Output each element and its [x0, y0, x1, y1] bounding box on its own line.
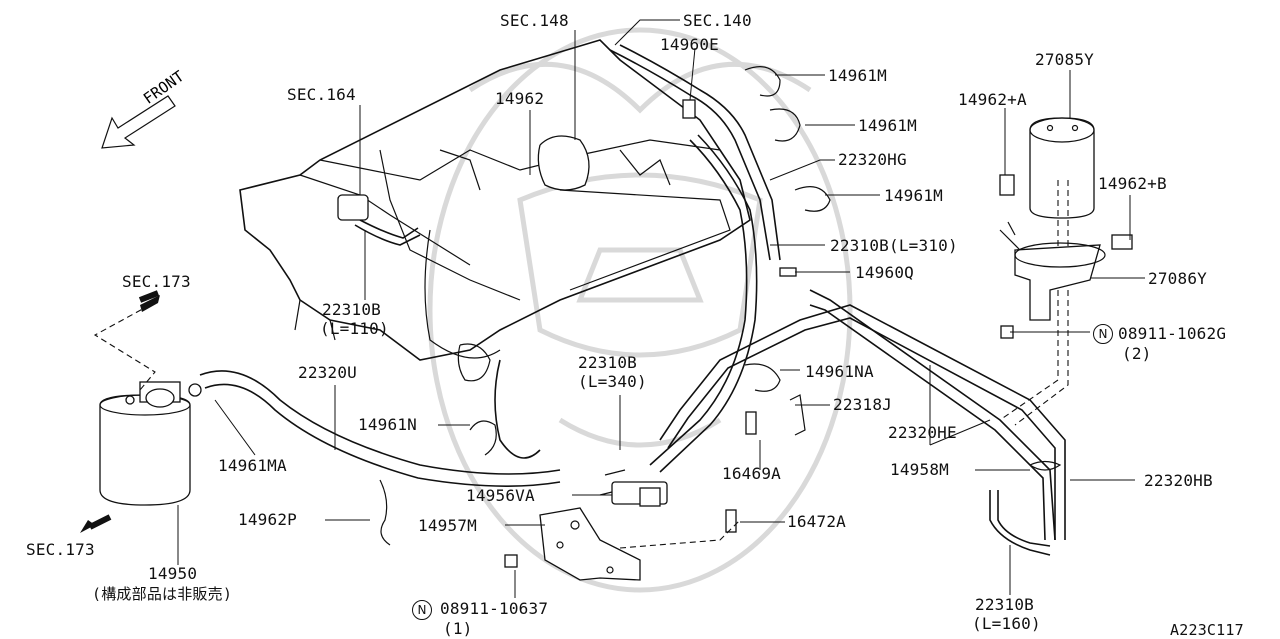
- label-14962a: 14962+A: [958, 90, 1027, 109]
- bracket-14957m: [539, 469, 668, 581]
- label-22310b-160-part: 22310B: [975, 595, 1034, 614]
- label-08911-1062g: 08911-1062G: [1118, 324, 1227, 343]
- diagram-code: A223C117: [1170, 621, 1244, 639]
- label-22318j: 22318J: [833, 395, 892, 414]
- leader-lines: [177, 19, 1145, 598]
- label-14961m-2: 14961M: [858, 116, 917, 135]
- label-14956va: 14956VA: [466, 486, 535, 505]
- label-sec173-bottom: SEC.173: [26, 540, 95, 559]
- nut-symbol-1062g: N: [1093, 324, 1113, 344]
- front-arrow: [101, 95, 176, 149]
- label-14961na: 14961NA: [805, 362, 874, 381]
- label-14961m-1: 14961M: [828, 66, 887, 85]
- canister-27085y: [999, 117, 1106, 426]
- label-14960e: 14960E: [660, 35, 719, 54]
- label-sec164: SEC.164: [287, 85, 356, 104]
- label-22320hg: 22320HG: [838, 150, 907, 169]
- label-22310b-340-length: (L=340): [578, 372, 647, 391]
- label-14962p: 14962P: [238, 510, 297, 529]
- label-08911-10637-qty: (1): [443, 619, 473, 638]
- label-22310b-310: 22310B(L=310): [830, 236, 958, 255]
- label-22320hb: 22320HB: [1144, 471, 1213, 490]
- label-14950-note: (構成部品は非販売): [92, 585, 233, 603]
- small-parts: [337, 66, 1133, 568]
- label-08911-10637: 08911-10637: [440, 599, 549, 618]
- label-14961n: 14961N: [358, 415, 417, 434]
- label-sec173-top: SEC.173: [122, 272, 191, 291]
- label-22310b-160-length: (L=160): [972, 614, 1041, 633]
- label-14950: 14950: [148, 564, 198, 583]
- label-27085y: 27085Y: [1035, 50, 1094, 69]
- label-16472a: 16472A: [787, 512, 846, 531]
- label-14962b: 14962+B: [1098, 174, 1167, 193]
- nut-symbol-10637: N: [412, 600, 432, 620]
- label-16469a: 16469A: [722, 464, 781, 483]
- engine-hoses: [354, 44, 781, 473]
- label-14961m-3: 14961M: [884, 186, 943, 205]
- engine-outline: [239, 39, 751, 382]
- label-14961ma: 14961MA: [218, 456, 287, 475]
- label-22320he: 22320HE: [888, 423, 957, 442]
- label-08911-1062g-qty: (2): [1122, 344, 1152, 363]
- label-14958m: 14958M: [890, 460, 949, 479]
- label-14960q: 14960Q: [855, 263, 914, 282]
- label-14957m: 14957M: [418, 516, 477, 535]
- hose-22320u: [199, 370, 561, 487]
- label-22310b-340-part: 22310B: [578, 353, 637, 372]
- label-14962: 14962: [495, 89, 545, 108]
- label-sec140: SEC.140: [683, 11, 752, 30]
- label-22310b-110-part: 22310B: [322, 300, 381, 319]
- label-22320u: 22320U: [298, 363, 357, 382]
- label-22310b-110-length: (L=110): [320, 319, 389, 338]
- label-sec148: SEC.148: [500, 11, 569, 30]
- sec173-routing: [80, 290, 741, 549]
- canister-14950: [99, 381, 202, 506]
- label-27086y: 27086Y: [1148, 269, 1207, 288]
